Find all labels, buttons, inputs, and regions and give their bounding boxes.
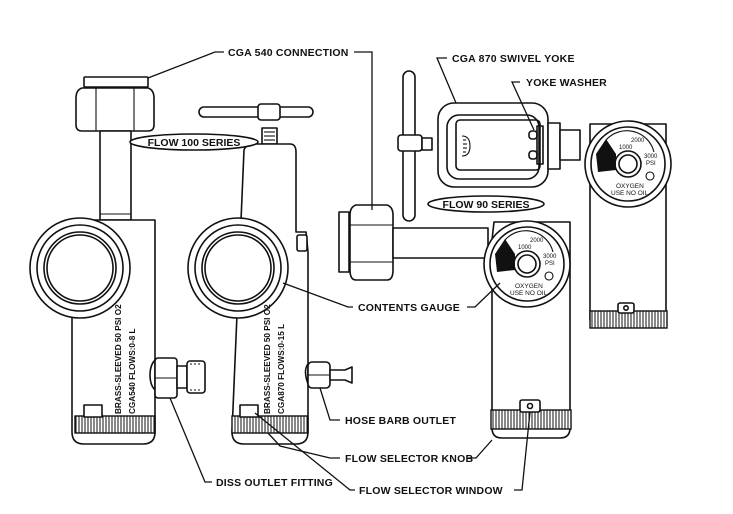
leader-lines [147,51,535,491]
gauge-tick-1000: 1000 [619,145,633,151]
gauge-tick-2000: 2000 [631,138,645,144]
flow-90-series-text: FLOW 90 SERIES [443,199,530,211]
regulator-flow90-yoke: 1000 2000 3000 PSI OXYGEN USE NO OIL [397,70,672,329]
flow90-flow-selector-knob[interactable] [490,409,572,430]
flow-100-series-text: FLOW 100 SERIES [148,137,241,149]
cga540-stem [99,130,132,221]
gauge-tick-3000: 3000 [644,154,658,160]
gauge-use-no-oil-text: USE NO OIL [510,290,548,297]
flow90-connector-arm [392,227,489,259]
cga870-flow-selector-window [239,404,259,418]
flow90-flow-selector-window [519,399,541,413]
callout-flow-selector-knob: FLOW SELECTOR KNOB [345,453,473,465]
gauge-oxygen-text: OXYGEN [515,283,543,290]
callout-cga540-connection: CGA 540 CONNECTION [228,47,348,59]
flow90-contents-gauge: 1000 2000 3000 PSI OXYGEN USE NO OIL [483,220,571,308]
gauge-unit: PSI [646,161,656,167]
regulator-cga870: BRASS-SLEEVED 50 PSI O2 CGA870 FLOWS:0-1… [187,103,353,445]
gauge-unit: PSI [545,261,555,267]
cga870-swivel-yoke [437,102,549,188]
regulator-cga540: BRASS-SLEEVED 50 PSI O2 CGA540 FLOWS:0-8… [29,76,206,445]
callout-diss-outlet-fitting: DISS OUTLET FITTING [216,477,333,489]
yoke-washer [528,125,544,165]
regulator-flow90-front: 1000 2000 3000 PSI OXYGEN USE NO OIL [338,204,572,439]
callout-cga870-swivel-yoke: CGA 870 SWIVEL YOKE [452,53,575,65]
cga540-hex-nut [75,76,155,132]
gauge-tick-3000: 3000 [543,254,557,260]
gauge-tick-2000: 2000 [530,238,544,244]
gauge-tick-1000: 1000 [518,245,532,251]
diss-outlet-fitting[interactable] [149,357,206,399]
cga870-body-text-2: CGA870 FLOWS:0-15 L [277,324,286,414]
hose-barb-outlet[interactable] [304,361,353,389]
cga870-side-gauge [187,217,289,319]
cga540-flow-selector-window [83,404,103,418]
gauge-use-no-oil-text: USE NO OIL [611,190,649,197]
flow-100-series-label: FLOW 100 SERIES [129,133,259,151]
cga540-body-text-1: BRASS-SLEEVED 50 PSI O2 [114,304,123,414]
callout-yoke-washer: YOKE WASHER [526,77,607,89]
cga540-body-text-2: CGA540 FLOWS:0-8 L [128,328,137,414]
gauge-oxygen-text: OXYGEN [616,183,644,190]
cga870-body-text-1: BRASS-SLEEVED 50 PSI O2 [263,304,272,414]
cga540-side-gauge [29,217,131,319]
flow90-yoke-contents-gauge: 1000 2000 3000 PSI OXYGEN USE NO OIL [584,120,672,208]
flow90-hex-nut [338,204,394,281]
callout-flow-selector-window: FLOW SELECTOR WINDOW [359,485,503,497]
flow-90-series-label: FLOW 90 SERIES [427,195,545,213]
callout-contents-gauge: CONTENTS GAUGE [358,302,460,314]
callout-hose-barb-outlet: HOSE BARB OUTLET [345,415,457,427]
cga540-flow-selector-knob[interactable] [74,415,156,434]
